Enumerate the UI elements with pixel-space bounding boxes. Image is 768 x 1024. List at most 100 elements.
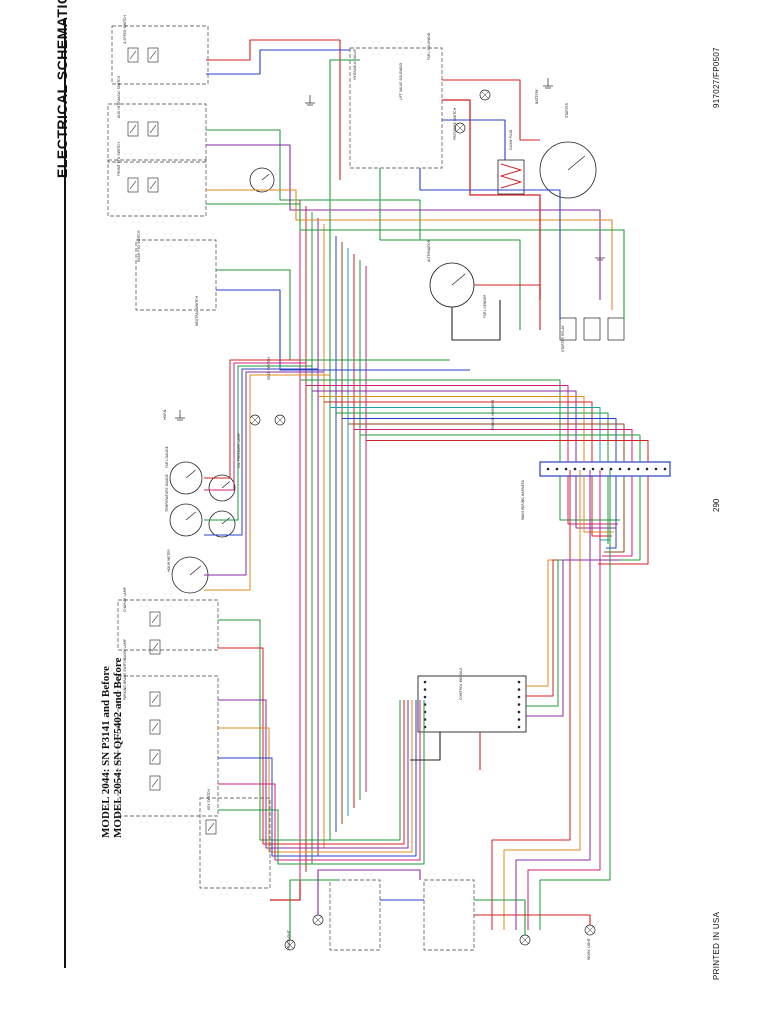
switch-symbol — [149, 775, 161, 791]
switch-contact — [151, 752, 159, 762]
lamp-filament — [481, 91, 489, 99]
wire — [218, 647, 405, 845]
switch-contact — [129, 124, 137, 134]
switch-symbol — [127, 177, 139, 193]
gauge-needle — [221, 481, 231, 489]
wire — [583, 476, 614, 533]
switch-contact — [151, 694, 159, 704]
component-label: BATTERY — [535, 88, 539, 104]
terminal-dot — [663, 467, 667, 471]
terminal-dot — [546, 467, 550, 471]
wire — [330, 407, 601, 462]
component-label: TEMPERATURE GAUGE — [165, 474, 169, 513]
wire — [539, 470, 611, 930]
wire — [204, 359, 300, 479]
component-label: CHARGE LAMP — [123, 587, 127, 612]
terminal-dot — [423, 688, 427, 691]
gauge-symbol — [169, 461, 203, 495]
wire — [204, 365, 312, 521]
gauge-needle — [567, 155, 586, 171]
component-label: NEUTRAL SWITCH — [195, 296, 199, 326]
component-label: GLOW LAMP — [123, 639, 127, 660]
component-label: OIL PRESSURE LAMP — [237, 433, 241, 468]
component-label: STARTER — [565, 102, 569, 118]
component-housing — [107, 159, 207, 217]
lamp-symbol — [454, 122, 466, 134]
wire — [218, 700, 413, 853]
wire — [515, 470, 591, 930]
switch-symbol — [149, 749, 161, 765]
wire — [204, 371, 324, 576]
component-label: LIFT VALVE SOLENOID — [399, 63, 403, 100]
switch-symbol — [149, 611, 161, 627]
component-label: FUEL SOLENOID — [427, 32, 431, 60]
switch-contact — [149, 50, 157, 60]
terminal-dot — [645, 467, 649, 471]
wire — [503, 470, 581, 930]
wire — [474, 899, 526, 935]
wire — [379, 168, 521, 330]
terminal-dot — [517, 695, 521, 699]
component-label: HEADLIGHT — [287, 929, 291, 950]
terminal-dot — [564, 467, 568, 471]
component-housing — [117, 599, 219, 651]
switch-symbol — [147, 177, 159, 193]
wire — [270, 880, 301, 901]
switch-contact — [149, 124, 157, 134]
component-label: AUX HYDRAULIC SWITCH — [117, 75, 121, 118]
lamp-filament — [286, 941, 294, 949]
gauge-symbol — [208, 474, 236, 502]
wire — [300, 379, 561, 462]
wire — [329, 59, 360, 260]
wire — [442, 99, 541, 300]
component-label: KEY SWITCH — [207, 789, 211, 810]
control-module — [417, 675, 527, 733]
lamp-filament — [314, 916, 322, 924]
terminal-dot — [517, 703, 521, 706]
switch-symbol — [127, 121, 139, 137]
wire — [526, 559, 620, 697]
relay-symbol — [559, 317, 577, 341]
wire — [342, 418, 617, 462]
title-rule — [64, 18, 66, 968]
lamp-filament — [276, 416, 284, 424]
lamp-symbol — [274, 414, 286, 426]
wire — [419, 168, 561, 320]
wire — [289, 879, 340, 940]
component-label: FUEL GAUGE — [165, 446, 169, 468]
component-label: HOUR METER — [167, 549, 171, 572]
wire — [600, 476, 641, 561]
switch-symbol — [147, 47, 159, 63]
wire — [474, 914, 591, 925]
lamp-symbol — [479, 89, 491, 101]
lamp-filament — [456, 124, 464, 132]
wire — [336, 412, 609, 462]
component-label: PRESSURE SWITCH — [453, 107, 457, 140]
component-symbols — [107, 25, 671, 951]
relay-symbol — [607, 317, 625, 341]
terminal-dot — [654, 467, 658, 471]
wire — [306, 385, 569, 462]
switch-contact — [151, 614, 159, 624]
wire — [206, 189, 613, 310]
relay-symbol — [583, 317, 601, 341]
wire — [206, 144, 601, 300]
terminal-dot — [555, 467, 559, 471]
component-label: MAIN WIRING HARNESS — [521, 480, 525, 520]
wire — [491, 470, 571, 930]
wire — [204, 374, 330, 591]
wire — [442, 119, 506, 160]
switch-contact — [151, 642, 159, 652]
gauge-needle — [185, 469, 196, 479]
terminal-dot — [517, 710, 521, 714]
wire — [216, 289, 470, 371]
terminal-dot — [636, 467, 640, 471]
wire — [604, 476, 625, 553]
component-housing — [199, 797, 271, 889]
switch-symbol — [149, 691, 161, 707]
wire — [527, 470, 601, 930]
component-housing — [107, 103, 207, 163]
wire — [526, 559, 620, 687]
switch-symbol — [149, 719, 161, 735]
component-label: ENGINE HARNESS — [491, 400, 495, 430]
